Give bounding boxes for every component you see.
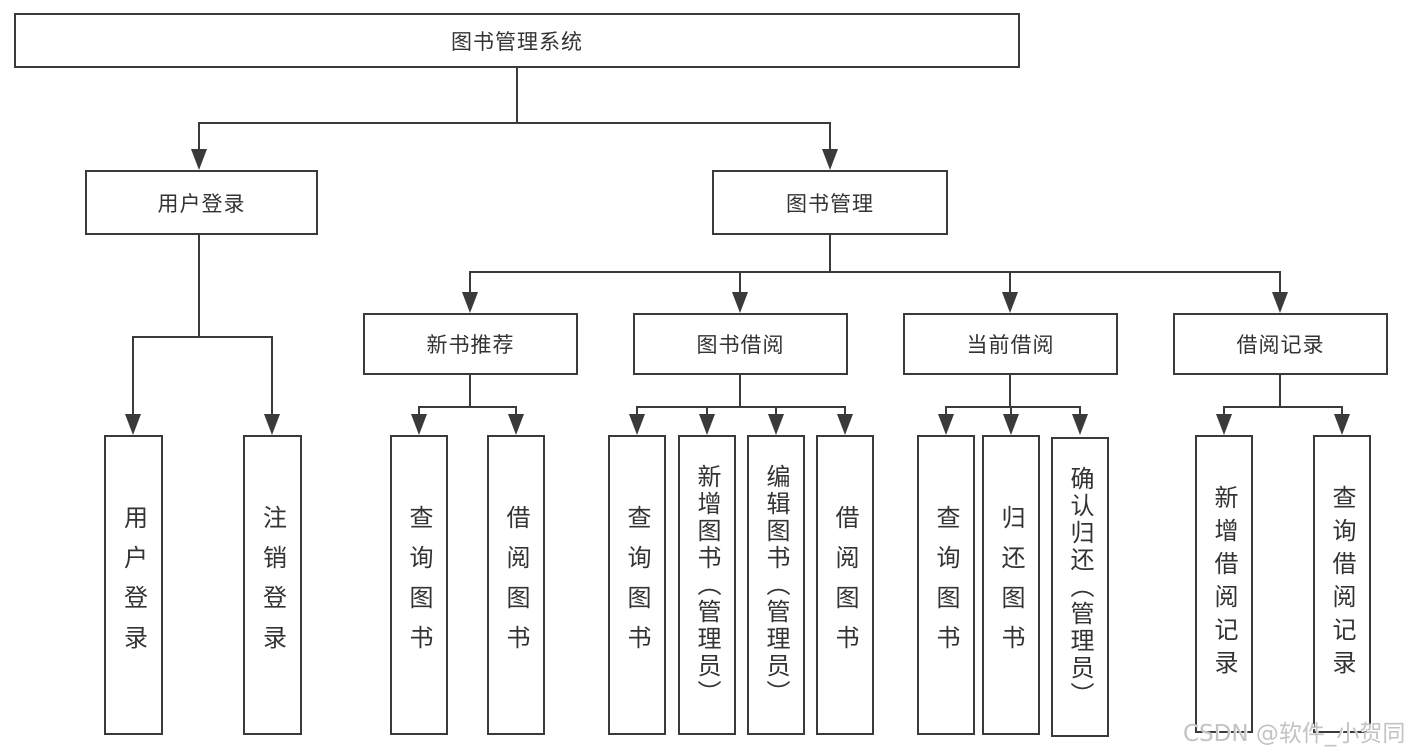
node-root-label: 图书管理系统 [451, 29, 583, 54]
connector-line [132, 336, 273, 338]
arrowhead-down-icon [1216, 414, 1232, 435]
connector-line [198, 235, 200, 338]
node-label: 新增借阅记录 [1210, 485, 1238, 683]
node-label: 新增图书（管理员） [693, 463, 721, 707]
node-label: 注销登录 [258, 505, 287, 665]
arrowhead-down-icon [699, 414, 715, 435]
node-return-books: 归还图书 [982, 435, 1040, 735]
arrowhead-down-icon [411, 414, 427, 435]
arrowhead-down-icon [629, 414, 645, 435]
connector-line [132, 336, 134, 416]
connector-line [844, 406, 846, 418]
node-borrow-books-1: 借阅图书 [487, 435, 545, 735]
node-label: 借阅记录 [1236, 333, 1325, 357]
connector-line [945, 406, 947, 418]
node-label: 确认归还（管理员） [1066, 465, 1094, 709]
node-new-book-recommend: 新书推荐 [363, 313, 578, 375]
node-current-borrow: 当前借阅 [903, 313, 1118, 375]
node-label: 查询借阅记录 [1328, 485, 1356, 683]
node-query-books-2: 查询图书 [608, 435, 666, 735]
arrowhead-down-icon [822, 149, 838, 170]
arrowhead-down-icon [508, 414, 524, 435]
arrowhead-down-icon [125, 414, 141, 435]
node-label: 用户登录 [119, 505, 148, 665]
connector-line [1223, 406, 1343, 408]
connector-line [636, 406, 846, 408]
node-user-login-branch: 用户登录 [85, 170, 318, 235]
arrowhead-down-icon [1334, 414, 1350, 435]
connector-line [516, 68, 518, 123]
arrowhead-down-icon [1003, 414, 1019, 435]
node-confirm-return-admin: 确认归还（管理员） [1051, 437, 1109, 737]
arrowhead-down-icon [462, 292, 478, 313]
node-label: 新书推荐 [426, 333, 515, 357]
arrowhead-down-icon [264, 414, 280, 435]
node-label: 图书借阅 [696, 333, 785, 357]
connector-line [198, 122, 200, 154]
node-label: 查询图书 [623, 505, 651, 665]
node-query-books-1: 查询图书 [390, 435, 448, 735]
node-user-login-leaf: 用户登录 [104, 435, 163, 735]
node-borrow-records: 借阅记录 [1173, 313, 1388, 375]
connector-line [515, 406, 517, 418]
connector-line [469, 271, 1281, 273]
connector-line [1341, 406, 1343, 418]
node-edit-books-admin: 编辑图书（管理员） [747, 435, 805, 735]
node-label: 用户登录 [157, 191, 246, 216]
node-label: 借阅图书 [831, 505, 859, 665]
connector-line [775, 406, 777, 418]
connector-line [1279, 271, 1281, 295]
connector-line [636, 406, 638, 418]
arrowhead-down-icon [732, 292, 748, 313]
connector-line [198, 122, 831, 124]
connector-line [1009, 271, 1011, 295]
node-label: 归还图书 [997, 505, 1025, 665]
connector-line [829, 235, 831, 273]
arrowhead-down-icon [1002, 292, 1018, 313]
node-add-borrow-record: 新增借阅记录 [1195, 435, 1253, 733]
connector-line [945, 406, 1081, 408]
connector-line [418, 406, 420, 418]
node-query-books-3: 查询图书 [917, 435, 975, 735]
node-book-management-branch: 图书管理 [712, 170, 948, 235]
connector-line [1009, 375, 1011, 408]
connector-line [418, 406, 517, 408]
arrowhead-down-icon [191, 149, 207, 170]
node-label: 查询图书 [932, 505, 960, 665]
node-label: 当前借阅 [966, 333, 1055, 357]
connector-line [1079, 406, 1081, 418]
arrowhead-down-icon [768, 414, 784, 435]
node-label: 借阅图书 [502, 505, 530, 665]
arrowhead-down-icon [938, 414, 954, 435]
connector-line [739, 375, 741, 408]
connector-line [1279, 375, 1281, 408]
node-add-books-admin: 新增图书（管理员） [678, 435, 736, 735]
arrowhead-down-icon [837, 414, 853, 435]
node-borrow-books-2: 借阅图书 [816, 435, 874, 735]
node-label: 图书管理 [786, 191, 874, 216]
node-label: 编辑图书（管理员） [762, 463, 790, 707]
connector-line [1223, 406, 1225, 418]
node-logout-leaf: 注销登录 [243, 435, 302, 735]
connector-line [706, 406, 708, 418]
arrowhead-down-icon [1072, 414, 1088, 435]
connector-line [739, 271, 741, 295]
node-root-system: 图书管理系统 [14, 13, 1020, 68]
node-label: 查询图书 [405, 505, 433, 665]
node-query-borrow-record: 查询借阅记录 [1313, 435, 1371, 733]
connector-line [829, 122, 831, 154]
connector-line [469, 271, 471, 295]
connector-line [271, 336, 273, 416]
csdn-watermark: CSDN @软件_小贺同学 [1183, 721, 1405, 747]
arrowhead-down-icon [1272, 292, 1288, 313]
node-book-borrow: 图书借阅 [633, 313, 848, 375]
connector-line [469, 375, 471, 408]
connector-line [1010, 406, 1012, 418]
